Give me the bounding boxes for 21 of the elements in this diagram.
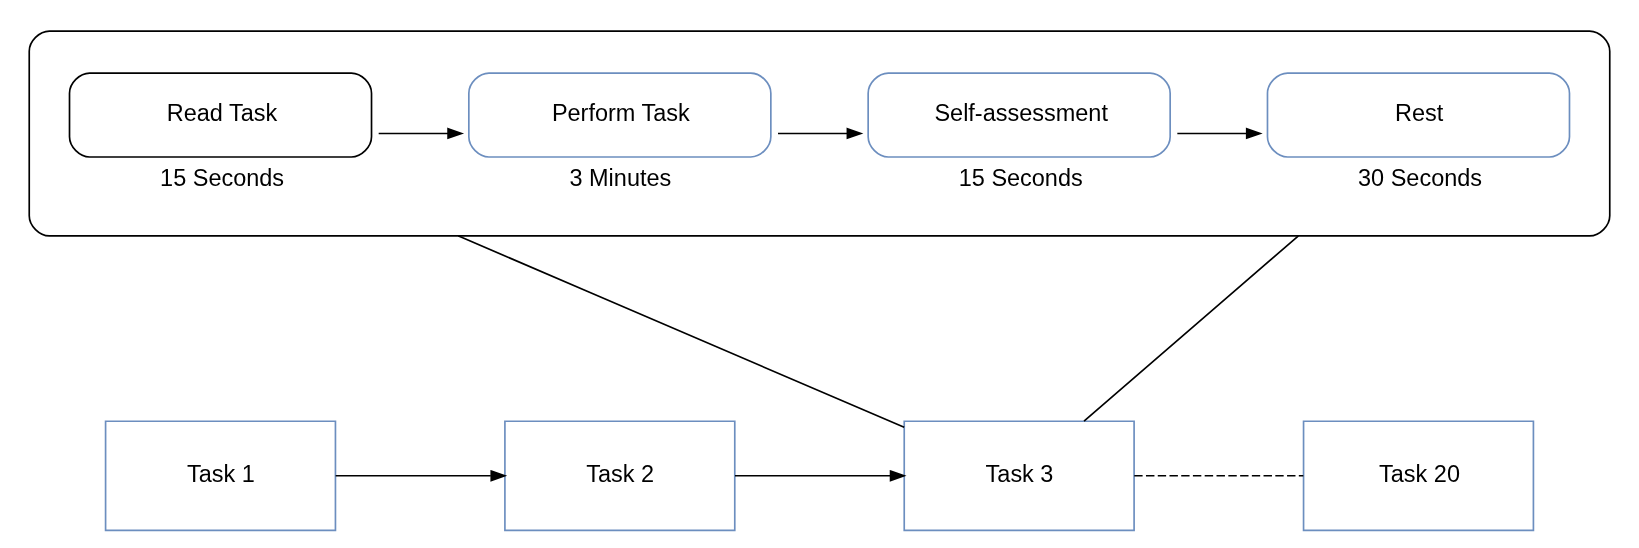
arrow [777,127,864,140]
node-label: 15 Seconds [958,164,1083,191]
arrow [334,469,508,482]
node-label: 3 Minutes [569,164,672,191]
node-box: Task 1 [104,420,337,532]
arrow [734,469,907,482]
node-box: Task 20 [1302,420,1535,532]
node-box: Self-assessment [867,72,1171,158]
node-box: Task 2 [504,420,736,532]
connector [457,235,905,429]
node-box: Read Task [68,72,373,158]
node-box: Perform Task [468,72,772,158]
node-label: 30 Seconds [1358,164,1483,191]
connector [1083,235,1300,422]
arrow [377,127,465,140]
arrow [1176,127,1263,140]
node-label: 15 Seconds [160,164,285,191]
cluster [28,30,1611,237]
node-box: Rest [1266,72,1571,158]
node-box: Task 3 [903,420,1135,532]
connector [1133,474,1305,477]
